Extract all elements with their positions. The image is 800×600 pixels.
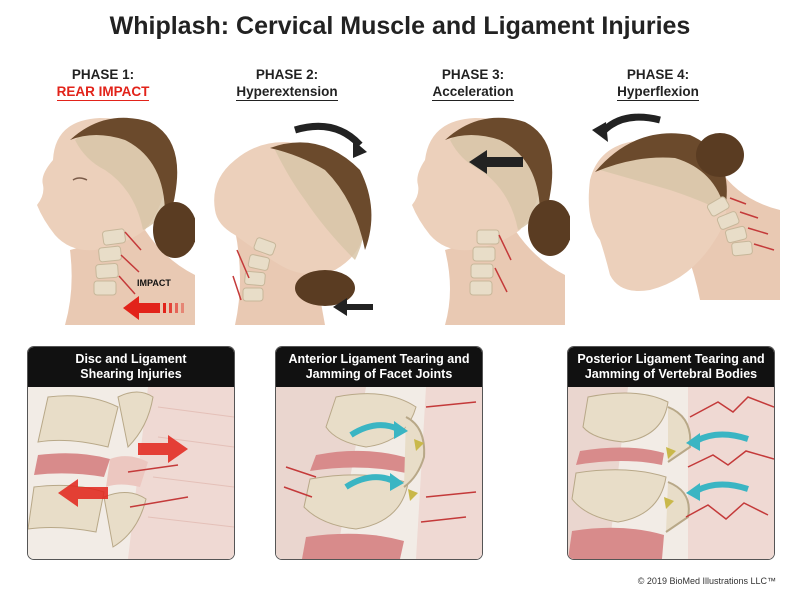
hair-bun bbox=[153, 202, 195, 258]
panel-2-heading: Anterior Ligament Tearing and Jamming of… bbox=[276, 347, 482, 387]
flexion-arrow-icon bbox=[597, 113, 661, 138]
panel-2-heading-line-1: Anterior Ligament Tearing and bbox=[288, 352, 470, 366]
panel-3-heading: Posterior Ligament Tearing and Jamming o… bbox=[568, 347, 774, 387]
panel-1-heading-line-1: Disc and Ligament bbox=[75, 352, 187, 366]
phase-2-number: PHASE 2: bbox=[255, 67, 319, 82]
diagram-title: Whiplash: Cervical Muscle and Ligament I… bbox=[109, 12, 691, 40]
cervical-spine bbox=[232, 237, 277, 302]
panel-1-heading: Disc and Ligament Shearing Injuries bbox=[28, 347, 234, 387]
impact-arrow bbox=[123, 296, 184, 320]
phase-3-header: PHASE 3: Acceleration bbox=[383, 66, 563, 101]
impact-label: IMPACT bbox=[137, 278, 171, 288]
hair-bun bbox=[295, 270, 355, 306]
hair-bun bbox=[696, 133, 744, 177]
panel-3-heading-line-1: Posterior Ligament Tearing and bbox=[577, 352, 765, 366]
detail-panel-anterior-ligament: Anterior Ligament Tearing and Jamming of… bbox=[275, 346, 483, 560]
shear-left-arrow-icon bbox=[58, 479, 108, 507]
backward-arrow-icon bbox=[333, 298, 373, 316]
detail-panel-posterior-ligament: Posterior Ligament Tearing and Jamming o… bbox=[567, 346, 775, 560]
copyright-notice: © 2019 BioMed Illustrations LLC™ bbox=[637, 576, 776, 586]
phase-2-illustration bbox=[214, 122, 373, 325]
cervical-spine bbox=[469, 229, 512, 296]
panel-3-heading-line-2: Jamming of Vertebral Bodies bbox=[584, 367, 758, 381]
cervical-spine bbox=[93, 228, 142, 296]
cervical-spine bbox=[706, 196, 775, 257]
hair-bun bbox=[528, 200, 570, 256]
phase-3-illustration bbox=[412, 117, 570, 325]
phase-3-number: PHASE 3: bbox=[441, 67, 505, 82]
phase-2-name: Hyperextension bbox=[236, 84, 338, 101]
detail-panel-disc-shearing: Disc and Ligament Shearing Injuries bbox=[27, 346, 235, 560]
panel-2-heading-line-2: Jamming of Facet Joints bbox=[305, 367, 453, 381]
phase-4-name: Hyperflexion bbox=[617, 84, 699, 101]
rotation-arrow-icon bbox=[293, 122, 363, 148]
phase-4-number: PHASE 4: bbox=[626, 67, 690, 82]
panel-3-illustration bbox=[568, 347, 774, 559]
forward-arrow-icon bbox=[469, 150, 523, 174]
phase-1-number: PHASE 1: bbox=[71, 67, 135, 82]
phase-1-header: PHASE 1: REAR IMPACT bbox=[13, 66, 193, 101]
phase-4-header: PHASE 4: Hyperflexion bbox=[568, 66, 748, 101]
panel-1-heading-line-2: Shearing Injuries bbox=[80, 367, 182, 381]
shear-right-arrow-icon bbox=[138, 435, 188, 463]
phase-1-illustration bbox=[37, 117, 195, 325]
phase-4-illustration bbox=[588, 113, 780, 300]
phase-2-header: PHASE 2: Hyperextension bbox=[197, 66, 377, 101]
phase-3-name: Acceleration bbox=[432, 84, 514, 101]
phase-1-name: REAR IMPACT bbox=[56, 84, 150, 101]
